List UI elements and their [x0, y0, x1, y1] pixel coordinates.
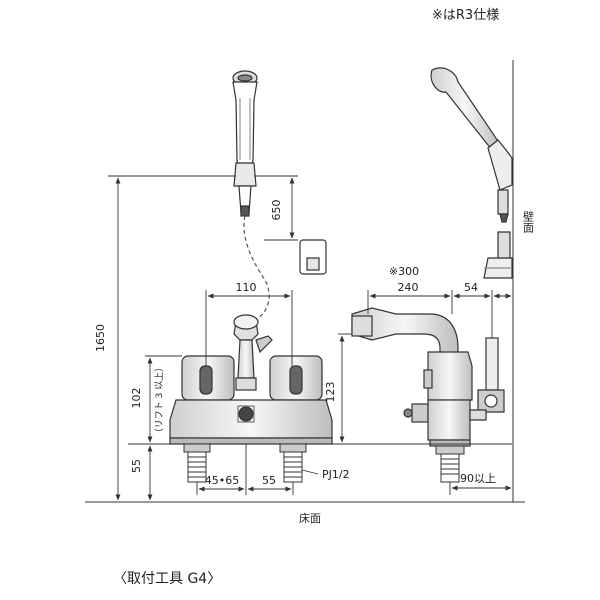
wall-label: 壁面 — [522, 210, 535, 233]
faucet-side — [351, 307, 505, 447]
dim-102: 102 — [130, 388, 143, 409]
dim-pj12: PJ1/2 — [322, 468, 350, 481]
dimension-lines — [108, 175, 512, 501]
dim-90-clearance: 90以上 — [460, 472, 496, 485]
dim-110: 110 — [236, 281, 257, 294]
dim-240: 240 — [398, 281, 419, 294]
inlet-thread-right — [279, 443, 307, 483]
dim-55-base: 55 — [130, 459, 143, 473]
dim-1650: 1650 — [94, 324, 107, 352]
shower-head-side — [430, 67, 513, 223]
shower-head-front — [232, 70, 258, 177]
r3-spec-note: ※はR3仕様 — [432, 8, 500, 23]
faucet-front — [169, 314, 333, 445]
inlet-thread-left — [183, 443, 211, 483]
dim-55-inlet: 55 — [262, 474, 276, 487]
hose-hook-lower — [299, 239, 327, 275]
dim-123: 123 — [324, 382, 337, 403]
dim-54: 54 — [464, 281, 478, 294]
dim-650: 650 — [270, 200, 283, 221]
dim-300-r3: ※300 — [389, 265, 419, 278]
mounting-tool-note: 〈取付工具 G4〉 — [113, 571, 222, 587]
shower-hose — [243, 215, 270, 321]
hose-hook-side — [483, 231, 513, 279]
dim-inlet-pitch: 45•65 — [205, 474, 239, 487]
dim-lift-note: （リフト 3 以上） — [154, 363, 165, 437]
floor-label: 床面 — [299, 511, 321, 525]
hose-holder-front — [233, 162, 257, 217]
